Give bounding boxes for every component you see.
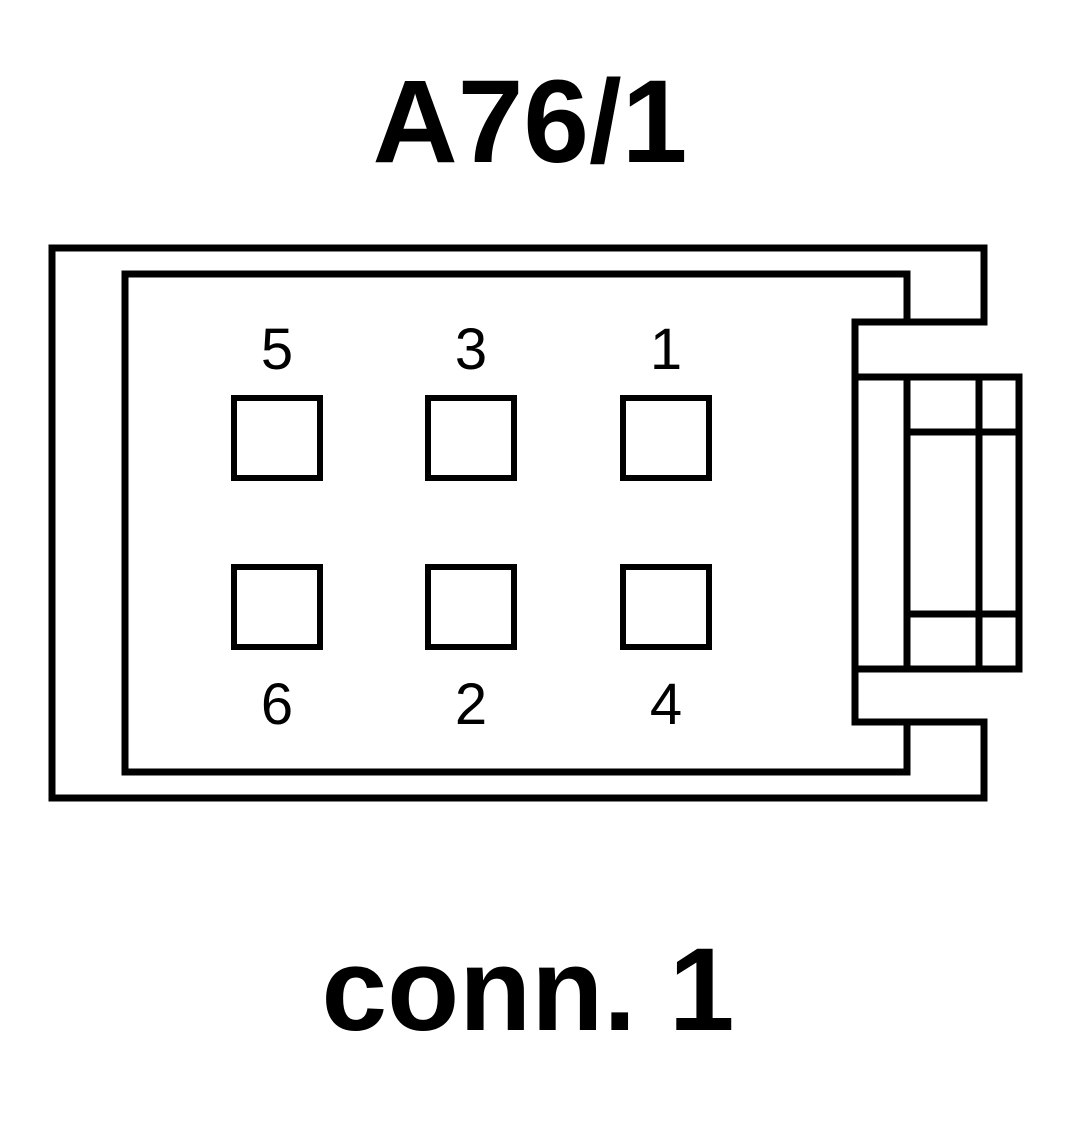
pin-cavity-4 xyxy=(620,564,712,650)
connector-title: A76/1 xyxy=(373,56,688,188)
pin-cavity-5 xyxy=(231,395,323,481)
pin-number-label: 3 xyxy=(455,317,487,382)
connector-inner-cavity xyxy=(121,270,911,776)
connector-latch xyxy=(851,373,1023,673)
pin-cavities: 5 3 1 6 2 4 xyxy=(231,317,712,737)
pin-number-label: 4 xyxy=(650,672,682,737)
pin-cavity-3 xyxy=(425,395,517,481)
pin-cavity-1 xyxy=(620,395,712,481)
connector-outer-housing xyxy=(48,244,988,802)
pin-number-label: 6 xyxy=(261,672,293,737)
pin-number-label: 5 xyxy=(261,317,293,382)
pin-cavity-6 xyxy=(231,564,323,650)
pin-number-label: 2 xyxy=(455,672,487,737)
pin-cavity-2 xyxy=(425,564,517,650)
pin-number-label: 1 xyxy=(650,317,682,382)
connector-caption: conn. 1 xyxy=(321,924,734,1056)
